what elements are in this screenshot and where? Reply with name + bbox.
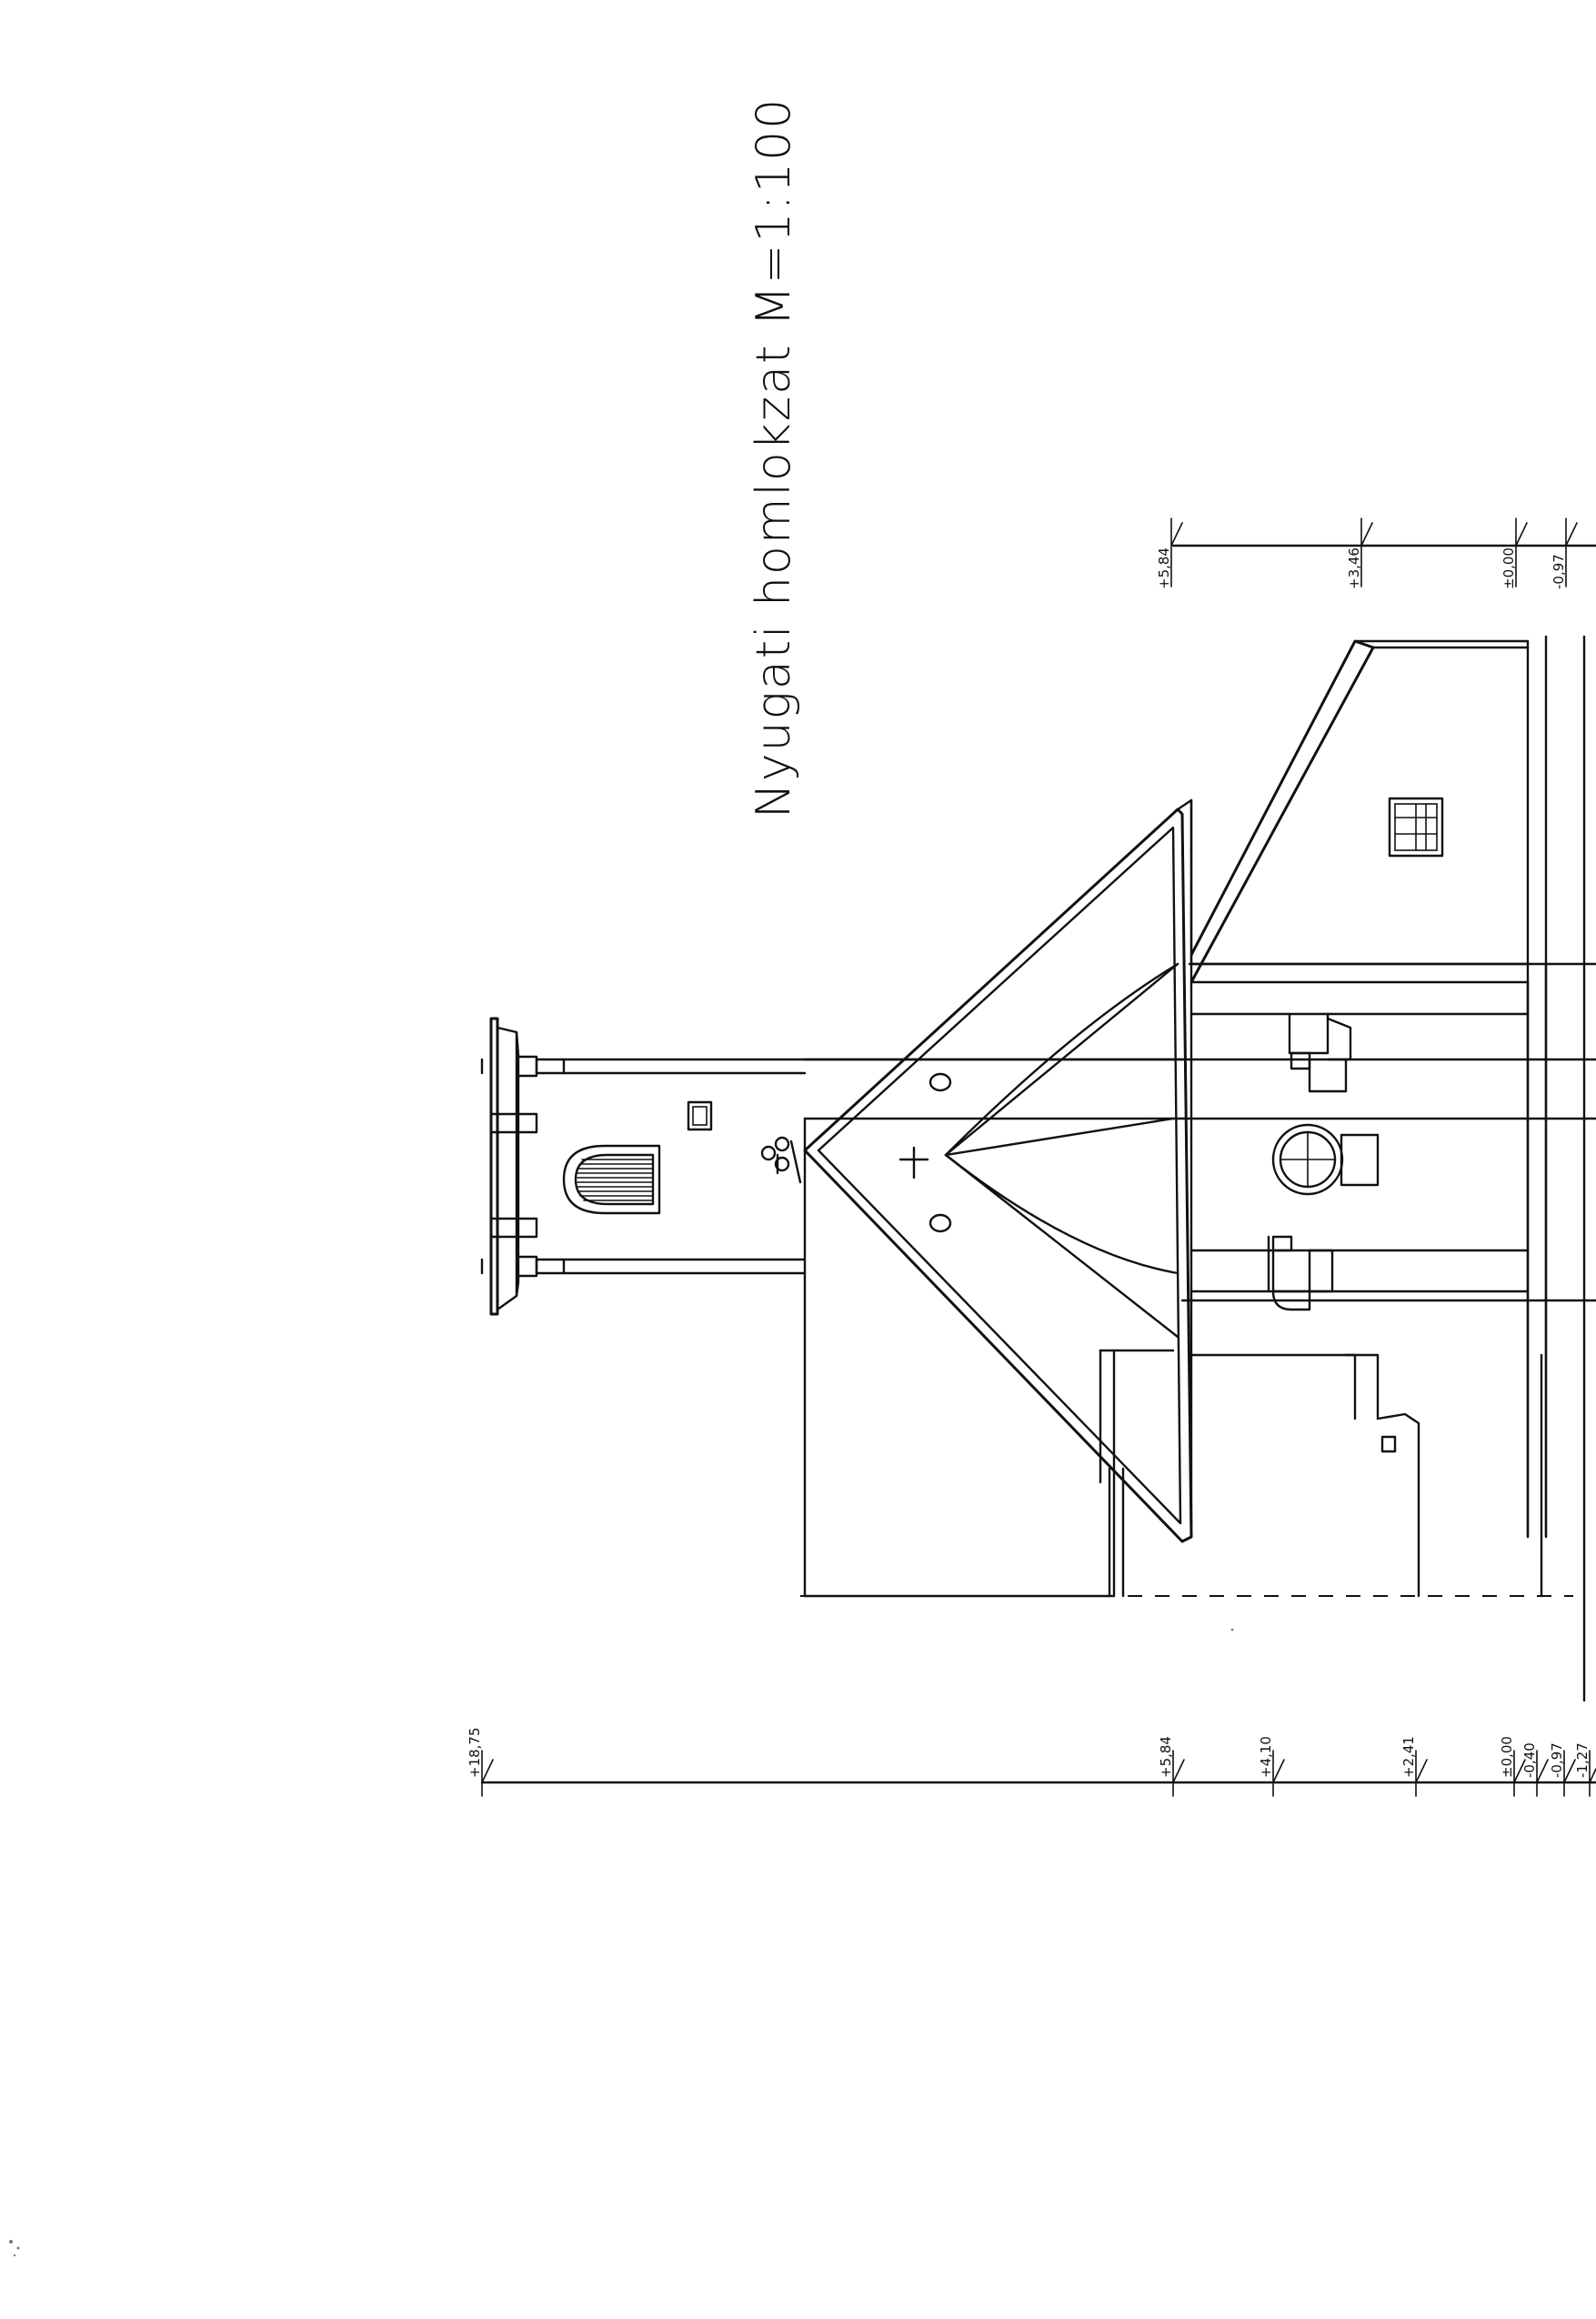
roof-oculus-left [928, 1072, 952, 1092]
window-hood-left [1288, 1012, 1352, 1093]
small-vent-window [1380, 1435, 1397, 1453]
louvre-frame-inner [574, 1153, 655, 1206]
tower-small-window-inner [692, 1106, 708, 1126]
tower-base [803, 1467, 1125, 1598]
level-label-lower-5: ±0,00 [1499, 1736, 1515, 1778]
main-roof [760, 798, 1596, 1598]
louvre-slats [577, 1159, 654, 1201]
nave-wall [1188, 798, 1596, 1598]
window-hood-right [1267, 1235, 1334, 1311]
level-label-lower-4: +2,41 [1400, 1736, 1417, 1778]
level-tick-lower-6 [1536, 1750, 1549, 1797]
roof-verge-top [1176, 798, 1193, 811]
tower-capital-left [517, 1055, 538, 1078]
tower-finial-cross-icon [760, 1136, 802, 1184]
roof-oculus-right [928, 1213, 952, 1233]
level-tick-lower-4 [1415, 1750, 1428, 1797]
side-window-mullions [1394, 803, 1438, 851]
ridge-cross-icon [898, 1146, 929, 1180]
upper-level-markers: +5,84 +3,46 ±0,00 -0,97 [1156, 517, 1596, 589]
plinth-strip [1526, 962, 1548, 1539]
roof-verge-bottom [1180, 1535, 1193, 1543]
roof-outline-outer [803, 808, 1193, 1543]
scan-specks [9, 1628, 1234, 2257]
tower-capital-right [517, 1255, 538, 1278]
tower-louvre-window [562, 1144, 661, 1215]
level-tick-upper-1 [1170, 517, 1183, 587]
round-window-sill [1340, 1133, 1380, 1187]
level-tick-lower-2 [1172, 1750, 1185, 1797]
level-tick-upper-2 [1360, 517, 1373, 587]
level-label-upper-1: +5,84 [1156, 547, 1172, 589]
apse-ridge-1 [944, 962, 1179, 1157]
apse-ridge-2 [944, 1153, 1179, 1339]
level-label-lower-6: -0,40 [1521, 1742, 1538, 1778]
level-label-lower-7: -0,97 [1549, 1742, 1565, 1778]
tower-lower-molding [489, 1217, 538, 1239]
level-label-lower-2: +5,84 [1158, 1736, 1174, 1778]
tower-cornice-molding [496, 1026, 518, 1311]
level-tick-upper-3 [1515, 517, 1528, 587]
level-tick-lower-1 [481, 1750, 494, 1797]
tower-cornice [489, 1017, 499, 1316]
side-roof [1189, 639, 1530, 1539]
level-label-upper-4: -0,97 [1551, 554, 1567, 589]
tower-small-window [687, 1100, 713, 1131]
round-window-cross [1280, 1131, 1336, 1188]
level-label-upper-2: +3,46 [1346, 547, 1362, 589]
level-label-lower-1: +18,75 [467, 1727, 483, 1778]
apse-roof-curve-2 [944, 1153, 1179, 1275]
tower-cornice-lower [515, 1030, 520, 1298]
apse-roof-curve-1 [944, 962, 1179, 1157]
drawing-title: Nyugati homlokzat M=1:100 [747, 97, 801, 818]
level-tick-lower-5 [1513, 1750, 1526, 1797]
round-window [1271, 1123, 1380, 1196]
tower-capital-right-top [535, 1258, 566, 1275]
apse-ridge-3 [944, 1117, 1175, 1157]
level-tick-lower-7 [1563, 1750, 1576, 1797]
stepped-wall [1344, 1353, 1420, 1480]
level-tick-upper-4 [1565, 517, 1578, 587]
bell-tower [480, 1017, 1596, 1316]
side-roof-slope [1189, 639, 1375, 983]
tower-capital-left-top [535, 1058, 566, 1075]
tower-upper-molding [489, 1112, 538, 1134]
level-label-lower-8: -1,27 [1574, 1742, 1591, 1778]
side-window-frame [1388, 797, 1444, 858]
lower-level-markers: +18,75 +5,84 +4,10 +2,41 ±0,00 -0,40 -0,… [467, 1727, 1596, 1797]
level-label-upper-3: ±0,00 [1501, 547, 1517, 589]
louvre-frame-outer [562, 1144, 661, 1215]
level-tick-lower-8 [1589, 1750, 1596, 1797]
level-tick-lower-3 [1272, 1750, 1285, 1797]
level-label-lower-3: +4,10 [1258, 1736, 1274, 1778]
roof-outline-inner [817, 826, 1182, 1525]
